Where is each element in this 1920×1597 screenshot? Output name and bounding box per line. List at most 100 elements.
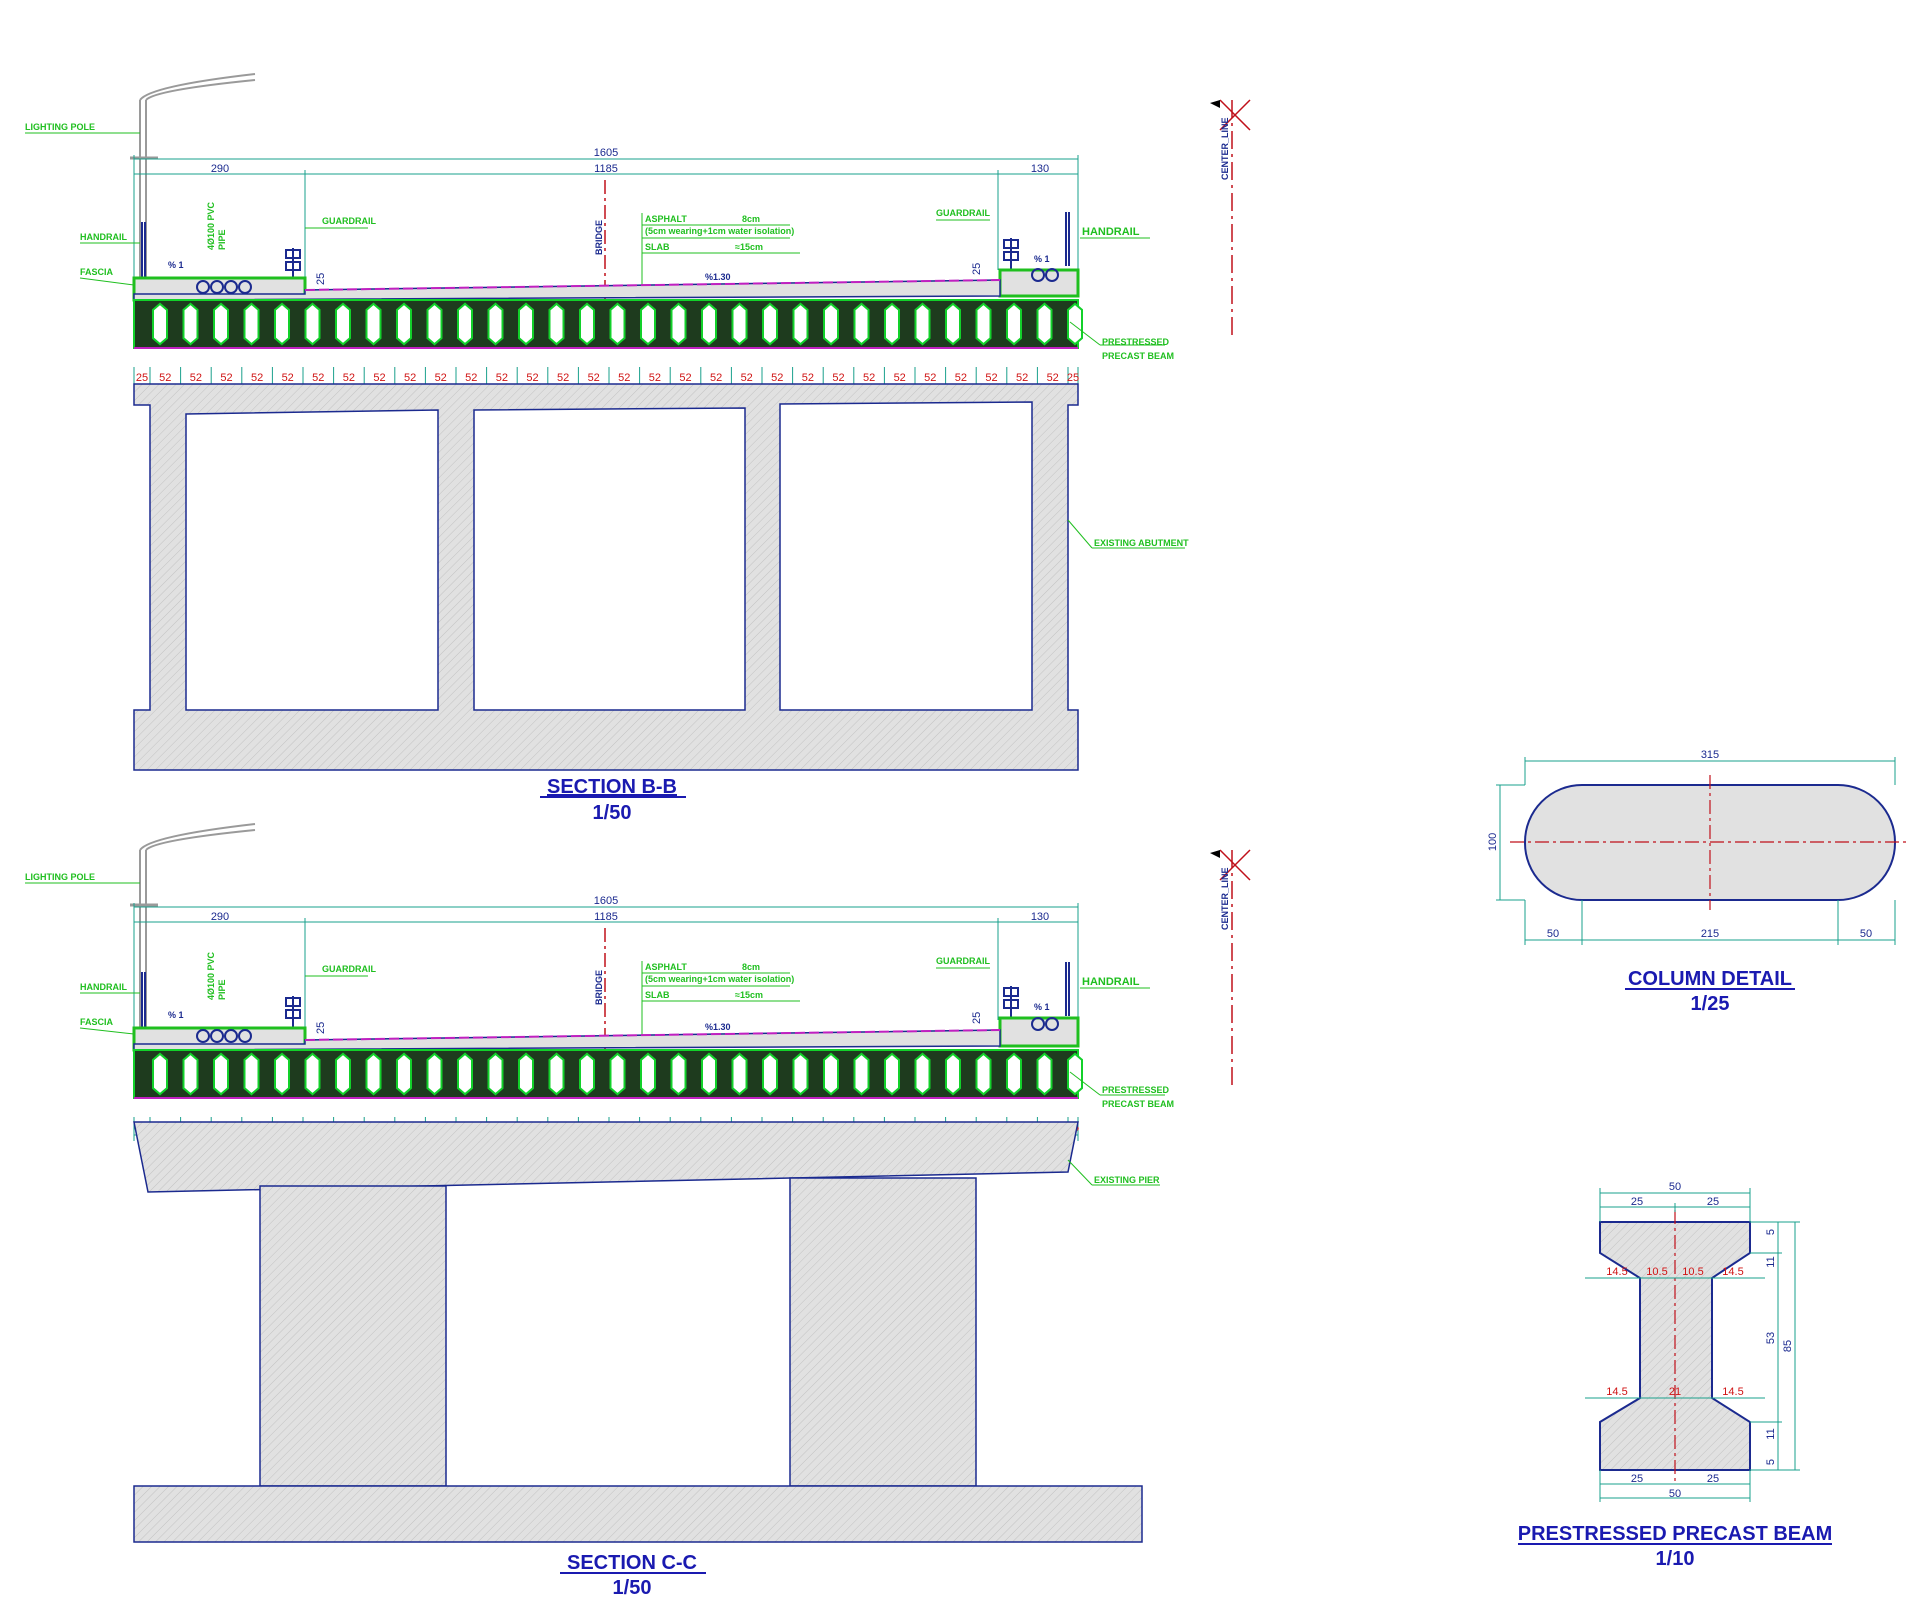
asphalt-line	[304, 279, 1001, 291]
section-bb-title: SECTION B-B	[547, 776, 677, 798]
handrail-right-label: HANDRAIL	[1082, 976, 1140, 988]
existing-abutment-label: EXISTING ABUTMENT	[1094, 538, 1189, 548]
precast-beam	[396, 1052, 412, 1096]
precast-beam	[670, 1052, 687, 1096]
slab-label: SLAB	[645, 990, 670, 1000]
beam-edge-dim: 25	[1067, 372, 1079, 384]
precast-beam	[640, 1052, 656, 1096]
beam-spacing-dim: 52	[159, 372, 171, 384]
beam-dim-top-25-left: 25	[1631, 1196, 1643, 1208]
precast-beam	[975, 302, 992, 346]
asphalt-label: ASPHALT	[645, 214, 687, 224]
precast-beam	[731, 1052, 748, 1096]
beam-spacing-dim: 52	[1047, 372, 1059, 384]
center-line-icon	[1210, 99, 1251, 335]
column-dim-215: 215	[1701, 928, 1719, 940]
precast-beam	[975, 1052, 992, 1096]
beam-dim-11-bottom: 11	[1765, 1428, 1777, 1439]
precast-beam	[853, 1052, 870, 1096]
dim-1185: 1185	[594, 163, 618, 175]
bridge-label: BRIDGE	[594, 970, 604, 1005]
precast-beam	[1036, 1052, 1053, 1096]
lighting-pole-icon	[130, 823, 256, 1030]
handrail-left-label: HANDRAIL	[80, 232, 127, 242]
guardrail-right-icon	[1003, 238, 1019, 270]
beam-dim-14-5-bottom-left: 14.5	[1606, 1386, 1627, 1398]
slope-right: % 1	[1034, 254, 1050, 264]
precast-beam	[243, 302, 260, 346]
guardrail-left-icon	[285, 996, 301, 1028]
curb-right-25: 25	[971, 1012, 983, 1024]
precast-beam	[731, 302, 748, 346]
curb-right-25: 25	[971, 263, 983, 275]
lighting-pole-label: LIGHTING POLE	[25, 122, 95, 132]
precast-beam	[487, 302, 504, 346]
beam-dim-53: 53	[1765, 1332, 1777, 1344]
bridge-label: BRIDGE	[594, 220, 604, 255]
handrail-right-icon	[1065, 212, 1070, 266]
dim-1185: 1185	[594, 911, 618, 923]
precast-beam	[182, 1052, 199, 1096]
beam-row	[133, 299, 1083, 349]
handrail-right-icon	[1065, 962, 1070, 1016]
asphalt-note: (5cm wearing+1cm water isolation)	[645, 974, 794, 984]
beam-detail-title: PRESTRESSED PRECAST BEAM	[1518, 1523, 1833, 1545]
slope-left: % 1	[168, 1010, 184, 1020]
sidewalk-right	[998, 1016, 1080, 1048]
column-dim-50-left: 50	[1547, 928, 1559, 940]
beam-spacing-dim: 52	[312, 372, 324, 384]
beam-dim-10-5-left: 10.5	[1646, 1266, 1667, 1278]
beam-dim-85: 85	[1782, 1340, 1794, 1352]
beam-spacing-dim: 52	[802, 372, 814, 384]
precast-beam	[548, 302, 565, 346]
section-cc-scale: 1/50	[613, 1577, 652, 1597]
asphalt-label: ASPHALT	[645, 962, 687, 972]
column-detail-title: COLUMN DETAIL	[1628, 968, 1792, 990]
slope-main: %1.30	[705, 1022, 731, 1032]
beam-detail-scale: 1/10	[1656, 1548, 1695, 1570]
precast-beam	[609, 1052, 626, 1096]
precast-beam	[701, 302, 717, 346]
center-line-icon	[1210, 849, 1251, 1085]
beam-spacing-dim: 52	[373, 372, 385, 384]
curb-left-25: 25	[315, 273, 327, 285]
beam-row	[133, 1049, 1083, 1099]
handrail-right-label: HANDRAIL	[1082, 226, 1140, 238]
precast-beam	[701, 1052, 717, 1096]
beam-spacing-dim: 52	[251, 372, 263, 384]
section-cc: LIGHTING POLE 1605 290 1185 130 BRIDGE H…	[25, 823, 1251, 1597]
precast-beam	[243, 1052, 260, 1096]
precast-beam	[487, 1052, 504, 1096]
curb-left-25: 25	[315, 1022, 327, 1034]
precast-beam	[640, 302, 656, 346]
precast-beam	[365, 1052, 382, 1096]
beam-spacing-dim: 52	[955, 372, 967, 384]
pier-footing	[133, 1485, 1143, 1543]
fascia-label: FASCIA	[80, 267, 114, 277]
precast-beam	[152, 1052, 168, 1096]
precast-beam	[609, 302, 626, 346]
section-bb-scale: 1/50	[593, 802, 632, 824]
precast-beam	[182, 302, 199, 346]
pipe-label-1: 4Ø100 PVC	[206, 201, 216, 250]
beam-spacing-dim: 52	[465, 372, 477, 384]
prestressed-label-1: PRESTRESSED	[1102, 1085, 1170, 1095]
pipe-icons	[196, 1017, 1059, 1043]
asphalt-line	[304, 1029, 1001, 1041]
beam-spacing-dim: 52	[924, 372, 936, 384]
precast-beam	[457, 1052, 473, 1096]
slab-value: ≈15cm	[735, 242, 763, 252]
prestressed-label-1: PRESTRESSED	[1102, 337, 1170, 347]
pier-column-left	[259, 1185, 447, 1487]
beam-spacing-dim: 52	[985, 372, 997, 384]
precast-beam	[518, 302, 534, 346]
beam-spacing-dim: 52	[496, 372, 508, 384]
precast-beam	[152, 302, 168, 346]
beam-dim-5-bottom: 5	[1765, 1459, 1777, 1465]
precast-beam	[792, 302, 809, 346]
beam-spacing-dim: 52	[741, 372, 753, 384]
precast-beam	[914, 302, 931, 346]
asphalt-value: 8cm	[742, 962, 760, 972]
guardrail-right-label: GUARDRAIL	[936, 208, 990, 218]
